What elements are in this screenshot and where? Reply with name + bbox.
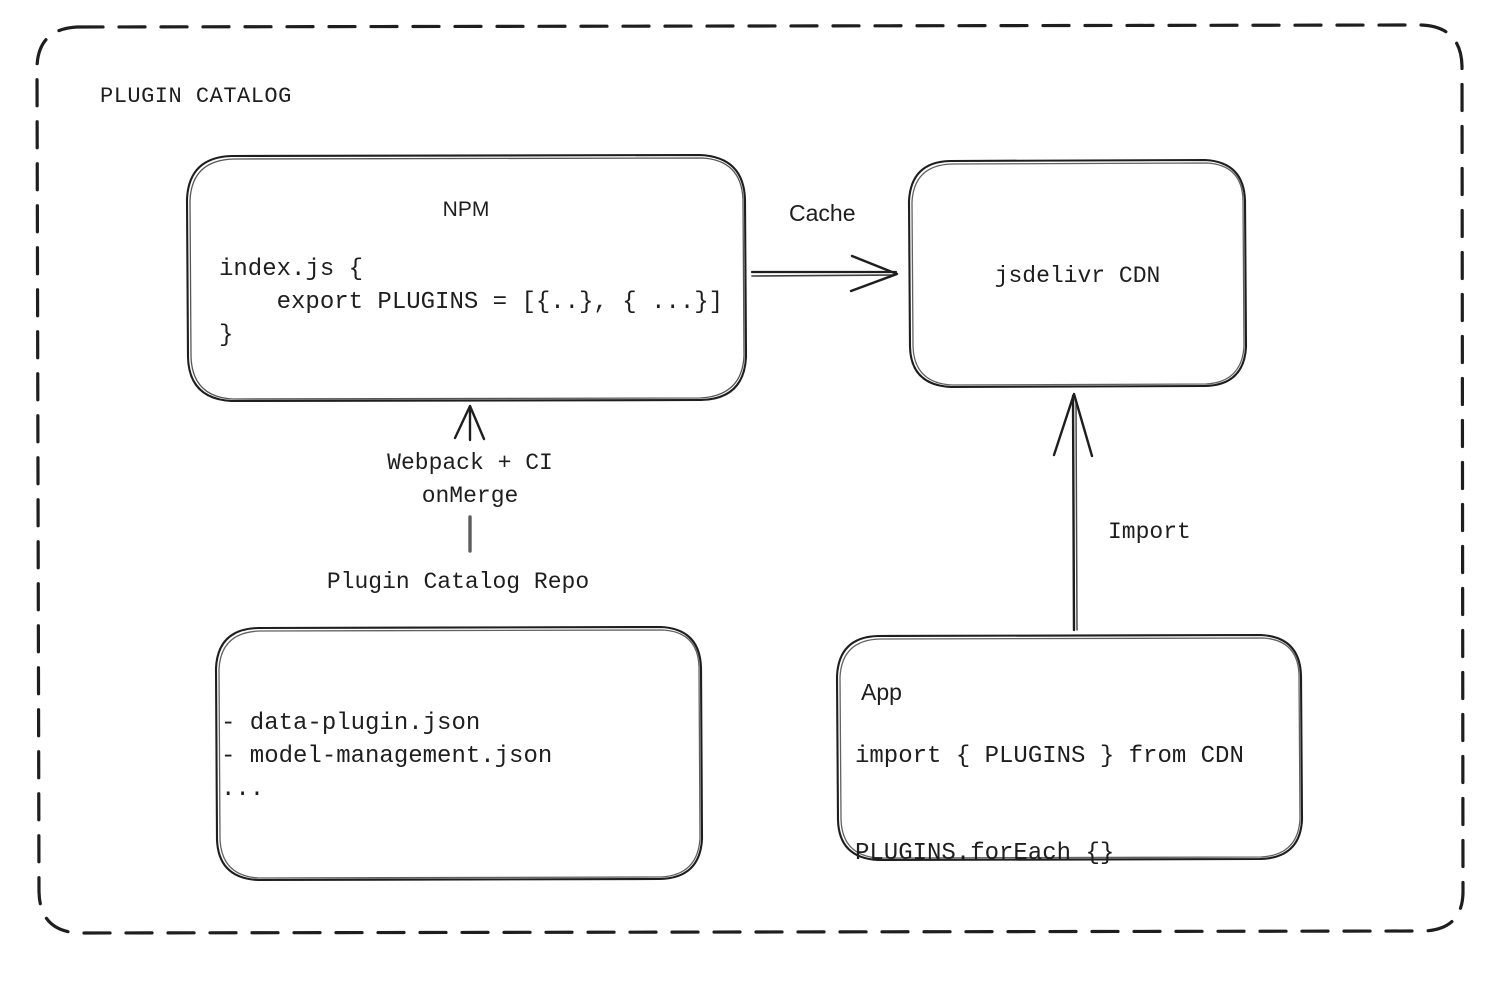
edge-app-to-cdn <box>1052 392 1094 632</box>
repo-node-label: Plugin Catalog Repo <box>326 569 590 595</box>
container-title: PLUGIN CATALOG <box>100 84 292 109</box>
app-node-code: import { PLUGINS } from CDN PLUGINS.forE… <box>855 743 1244 867</box>
edge-npm-to-cdn <box>750 254 899 293</box>
repo-node-files: - data-plugin.json - model-management.js… <box>221 710 553 804</box>
cdn-node-title: jsdelivr CDN <box>994 263 1161 289</box>
app-node-title: App <box>861 679 902 705</box>
npm-node-title: NPM <box>442 198 490 221</box>
edge-label-cache: Cache <box>789 200 856 226</box>
npm-node-code: index.js { export PLUGINS = [{..}, { ...… <box>219 256 724 350</box>
edge-label-webpack-ci: Webpack + CI onMerge <box>387 450 553 509</box>
edge-label-import: Import <box>1108 519 1191 545</box>
